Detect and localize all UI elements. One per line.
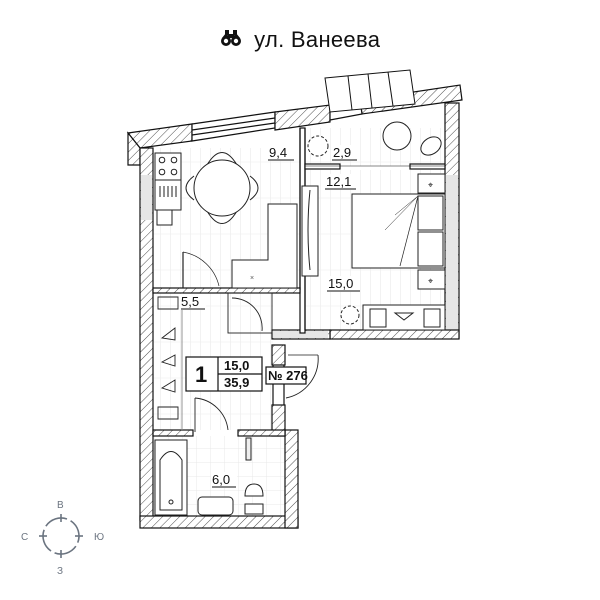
total-area: 35,9 (224, 375, 249, 390)
svg-text:⌖: ⌖ (428, 180, 433, 190)
kitchen-furniture: × (154, 152, 298, 289)
balcony-area: 2,9 (333, 145, 351, 160)
apartment-summary: 1 15,0 35,9 (185, 356, 263, 392)
binoculars-icon (220, 27, 242, 53)
street-name: ул. Ванеева (254, 27, 381, 53)
stove-icon (154, 152, 182, 181)
sink-icon (197, 496, 234, 516)
bay-window (324, 69, 416, 113)
bathroom-area: 6,0 (212, 472, 230, 487)
compass-east: В (57, 500, 64, 511)
compass-south: Ю (94, 532, 104, 543)
hallway-area: 5,5 (181, 294, 199, 309)
bedroom-area: 15,0 (328, 276, 353, 291)
svg-text:×: × (250, 275, 254, 282)
bedroom-upper-area: 12,1 (326, 174, 351, 189)
apartment-number-badge: № 276 (265, 366, 308, 385)
rooms-count: 1 (195, 362, 207, 387)
toilet-icon (244, 483, 264, 497)
compass-north: С (21, 532, 28, 543)
room-labels: 9,4 2,9 12,1 15,0 5,5 6,0 (180, 145, 360, 488)
compass: В С Ю З (21, 500, 104, 577)
svg-text:⌖: ⌖ (428, 276, 433, 286)
dining-table-icon (193, 159, 251, 217)
living-area: 15,0 (224, 358, 249, 373)
street-header: ул. Ванеева (0, 26, 600, 53)
kitchen-area: 9,4 (269, 145, 287, 160)
apartment-number: № 276 (268, 368, 308, 383)
compass-west: З (57, 566, 63, 577)
bathroom-furniture (154, 437, 264, 516)
bedroom-furniture: ⌖ ⌖ (301, 121, 446, 331)
hallway-furniture (157, 292, 319, 432)
round-table-icon (382, 121, 412, 151)
walls (126, 84, 463, 529)
